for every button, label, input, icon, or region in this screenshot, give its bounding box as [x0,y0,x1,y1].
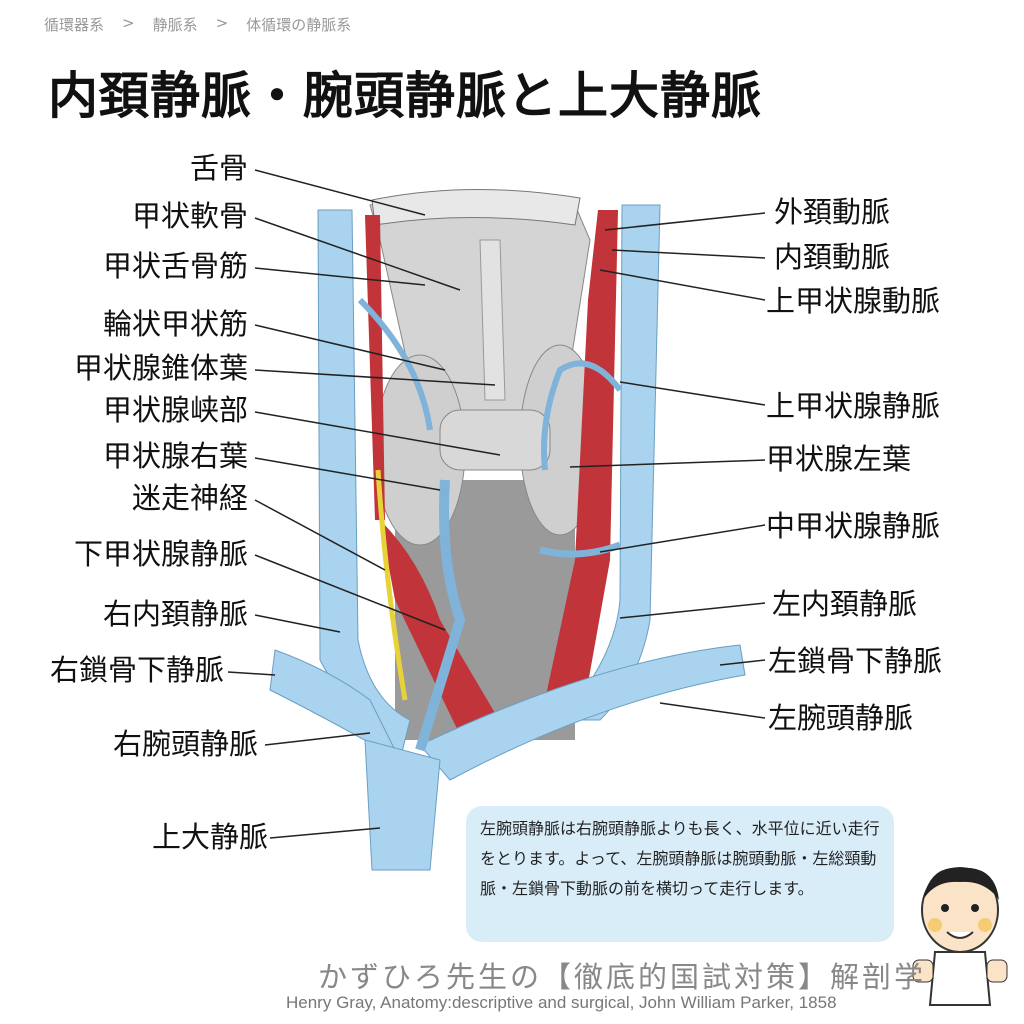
breadcrumb-item[interactable]: 静脈系 [152,16,198,34]
brand-title: かずひろ先生の【徹底的国試対策】解剖学 [318,960,927,994]
label-thyrohyoid: 甲状舌骨筋 [102,249,248,283]
label-inferior-thyroid-vein: 下甲状腺静脈 [73,537,248,571]
label-right-ijv: 右内頚静脈 [102,597,248,631]
right-carotid-artery [365,215,385,520]
pyramidal-lobe [479,239,506,401]
label-right-subclavian: 右鎖骨下静脈 [49,653,224,687]
vagus-nerve [375,469,408,701]
breadcrumb-item[interactable]: 循環器系 [44,16,105,34]
breadcrumb-item: 体循環の静脈系 [246,16,352,34]
image-credit: Henry Gray, Anatomy:descriptive and surg… [286,993,837,1012]
left-carotid-artery [545,210,618,700]
label-thyroid-cartilage: 甲状軟骨 [131,199,248,233]
label-superior-thyroid-vein: 上甲状腺静脈 [766,389,941,423]
label-vagus: 迷走神経 [131,481,248,515]
label-left-ijv: 左内頚静脈 [772,587,918,621]
note-bubble: 左腕頭静脈は右腕頭静脈よりも長く、水平位に近い走行をとります。よって、左腕頭静脈… [466,806,894,942]
leader-lines [227,169,766,839]
right-common-carotid [380,520,505,735]
inferior-thyroid-vein [415,479,466,752]
thyroid-isthmus [439,409,551,471]
label-left-subclavian: 左鎖骨下静脈 [768,644,943,678]
label-superior-thyroid-artery: 上甲状腺動脈 [766,284,941,318]
superior-vena-cava [364,739,441,871]
label-hyoid-bone: 舌骨 [189,151,248,185]
middle-thyroid-vein [539,541,622,558]
breadcrumb: 循環器系 > 静脈系 > 体循環の静脈系 [44,14,351,35]
label-pyramidal-lobe: 甲状腺錐体葉 [73,351,248,385]
label-middle-thyroid-vein: 中甲状腺静脈 [766,509,941,543]
label-left-brachiocephalic: 左腕頭静脈 [768,701,914,735]
page-title: 内頚静脈・腕頭静脈と上大静脈 [48,67,762,125]
label-external-carotid: 外頚動脈 [774,195,891,229]
label-right-brachiocephalic: 右腕頭静脈 [112,727,258,761]
label-svc: 上大静脈 [151,820,268,854]
breadcrumb-separator: > [122,14,135,32]
label-right-lobe: 甲状腺右葉 [102,439,248,473]
superior-thyroid-vein [541,360,623,471]
breadcrumb-separator: > [215,14,229,32]
hyoid-bone [371,188,581,226]
superior-thyroid-vein-right [357,297,433,431]
teacher-avatar-icon [912,867,1008,1006]
label-left-lobe: 甲状腺左葉 [766,442,912,476]
label-cricothyroid: 輪状甲状筋 [102,307,248,341]
label-isthmus: 甲状腺峡部 [102,393,248,427]
label-internal-carotid: 内頚動脈 [774,240,891,274]
